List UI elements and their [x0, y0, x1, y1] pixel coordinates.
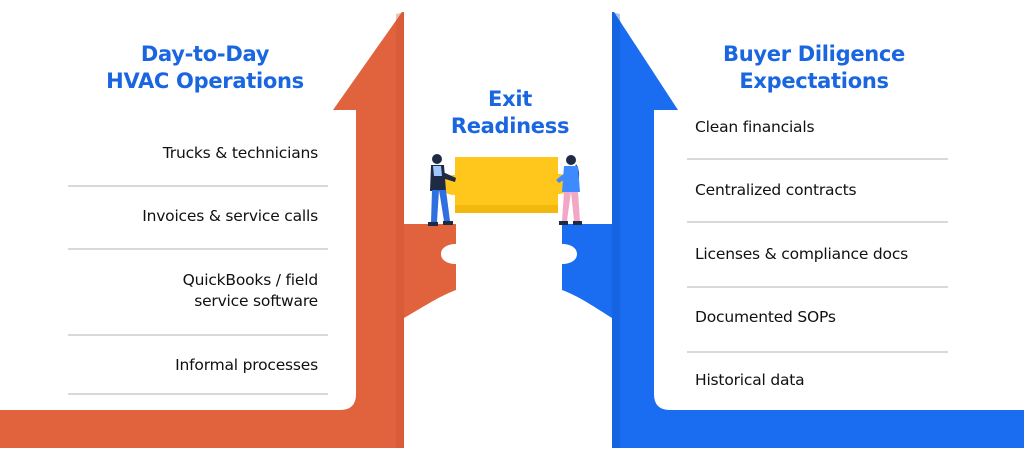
right-title: Buyer Diligence Expectations: [684, 41, 944, 95]
puzzle-piece-icon: [441, 157, 572, 213]
list-item: Trucks & technicians: [68, 143, 328, 187]
worker-left-icon: [428, 154, 456, 226]
center-title: Exit Readiness: [430, 86, 590, 140]
list-item-text: QuickBooks / field: [182, 271, 319, 289]
list-item: Historical data: [687, 370, 948, 394]
list-item: QuickBooks / field service software: [68, 270, 328, 336]
worker-right-icon: [556, 155, 582, 225]
list-item: Documented SOPs: [687, 307, 948, 353]
left-arrow: [0, 12, 456, 448]
center-title-line: Readiness: [450, 114, 570, 138]
list-item-text: Trucks & technicians: [162, 144, 318, 162]
list-item: Clean financials: [687, 117, 948, 160]
list-item-text: Centralized contracts: [695, 181, 857, 199]
left-title: Day-to-Day HVAC Operations: [66, 41, 344, 95]
list-item: Invoices & service calls: [68, 206, 328, 250]
list-item-text: Informal processes: [175, 356, 318, 374]
left-title-line: HVAC Operations: [106, 69, 304, 93]
list-item-text: Clean financials: [695, 118, 815, 136]
list-item-text: Documented SOPs: [695, 308, 836, 326]
right-title-line: Expectations: [739, 69, 889, 93]
list-item: Informal processes: [68, 355, 328, 395]
list-item: Licenses & compliance docs: [687, 244, 948, 288]
right-title-line: Buyer Diligence: [723, 42, 905, 66]
right-arrow: [562, 12, 1024, 448]
list-item-text: Licenses & compliance docs: [695, 245, 909, 263]
center-title-line: Exit: [488, 87, 532, 111]
list-item: Centralized contracts: [687, 180, 948, 223]
list-item-text: Historical data: [695, 371, 805, 389]
list-item-text: Invoices & service calls: [142, 207, 318, 225]
left-title-line: Day-to-Day: [140, 42, 270, 66]
list-item-text: service software: [194, 292, 318, 310]
